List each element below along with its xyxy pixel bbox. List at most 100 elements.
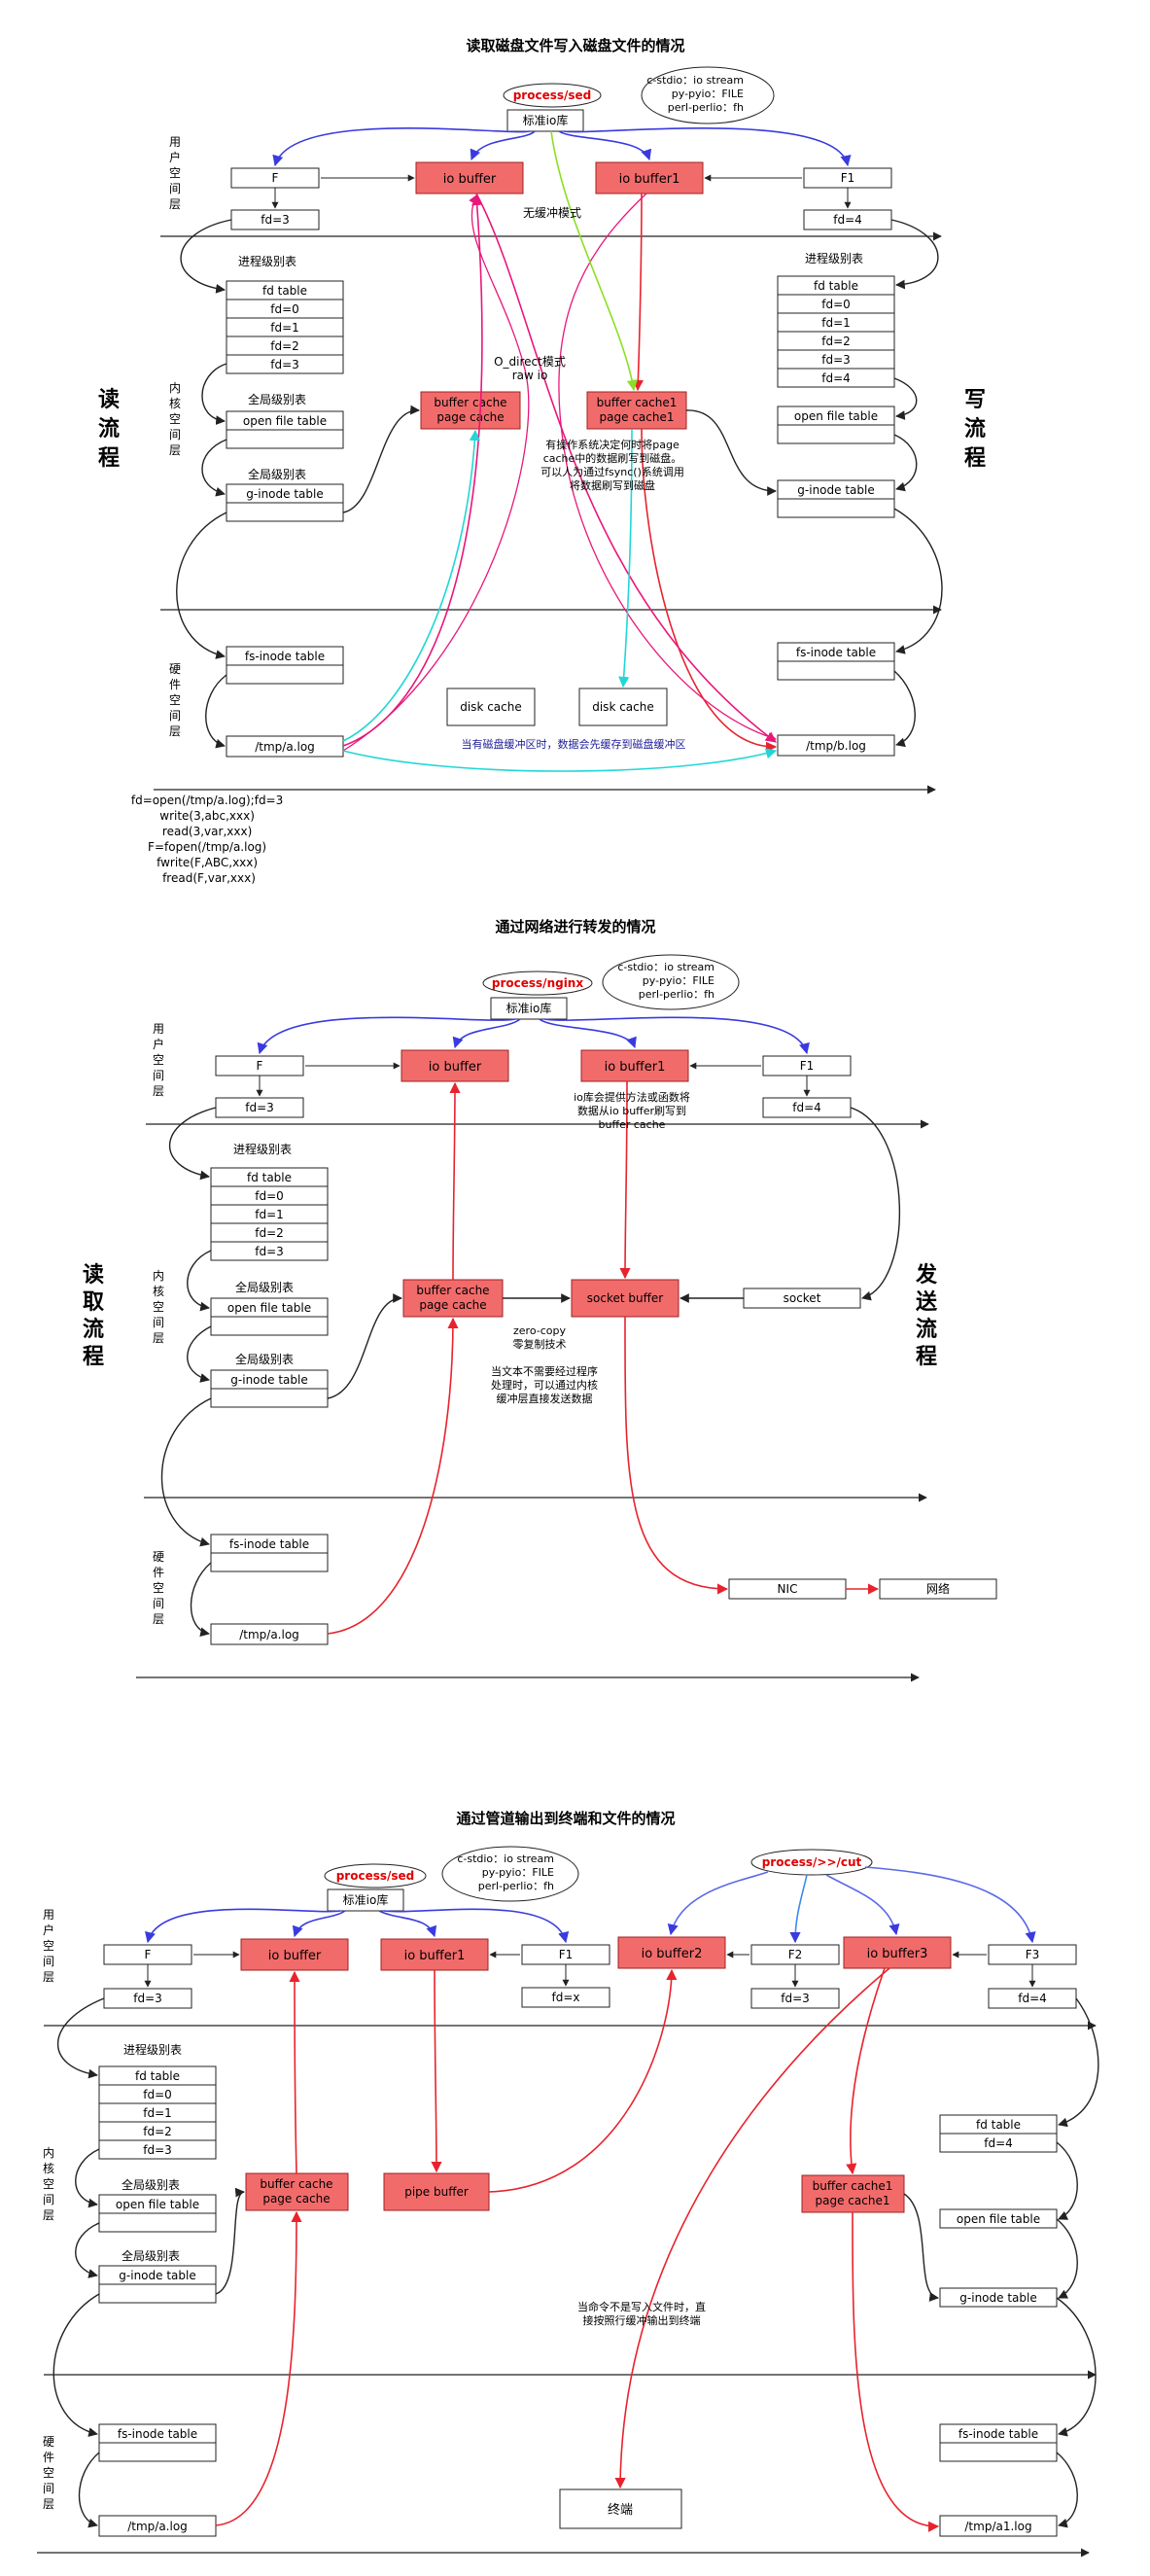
red-buffercache-to-iobuffer [449,1081,461,1281]
proc-table-label-right: 进程级别表 [805,251,863,265]
fd-table-right-row-label: fd=4 [984,2136,1013,2150]
chain-ginode-to-fsinode [52,2293,100,2437]
stdio-types-bubble [602,954,740,1010]
disk-cache-right-label: disk cache [592,700,654,714]
diagram-disk-to-disk: 读取磁盘文件写入磁盘文件的情况 用户空间层 内核空间层 硬件空间层 读流程 写流… [98,37,986,885]
zc-detail-note: 当文本不需要经过程序处理时，可以通过内核缓冲层直接发送数据 [491,1364,598,1405]
global-table-label-left: 全局级别表 [248,392,306,406]
open-file-table-left-row [210,1316,329,1336]
fd-row: fd=4 [821,371,851,385]
red-iobuffer3-to-terminal [614,1967,890,2489]
process2-label: process/>>/cut [762,1855,862,1869]
src-file-label: /tmp/a.log [127,2520,188,2533]
g-inode-table-left-label: g-inode table [246,487,323,501]
layer-hw-label: 硬件空间层 [153,1550,164,1626]
network-label: 网络 [926,1581,950,1596]
process-badge [503,83,602,108]
chain-ginode-to-fsinode [176,512,227,659]
layer-user-label: 用户空间层 [169,135,181,211]
dst-file-label: /tmp/a1.log [964,2520,1031,2533]
fd-table-right-label: fd table [976,2118,1021,2132]
file-handle-F1-label: F1 [800,1059,815,1073]
chain-fdtable-to-openfile-r [893,377,918,420]
chain-openfile-to-ginode-r [1056,2218,1078,2299]
fd-row: fd=0 [270,302,299,316]
disk-cache-note: 当有磁盘缓冲区时，数据会先缓存到磁盘缓冲区 [462,737,686,751]
cyan-src-to-dst [342,748,778,772]
red-iobuffer1-to-pipebuffer [431,1969,442,2173]
stdlib-label: 标准io库 [343,1892,389,1907]
no-buffer-mode-note: 无缓冲模式 [523,205,581,220]
fd-row: fd=1 [255,1208,284,1221]
layer-hw-label: 硬件空间层 [169,662,181,738]
chain-fsinode-to-file [190,1562,212,1638]
green-no-buffer-mode [550,130,638,392]
fs-inode-table-left-label: fs-inode table [118,2427,197,2441]
io-buffer [240,1938,349,1971]
fd4-label: fd=4 [792,1101,821,1114]
chain-ginode-to-fsinode [160,1397,212,1547]
buffer-cache1 [586,391,687,430]
red-buffercache1-to-dst [641,428,778,753]
fd-row: fd table [814,279,858,293]
io-buffer1-label: io buffer1 [404,1949,466,1963]
fd-row: fd=3 [270,358,299,371]
stdio-types-bubble [441,1846,579,1902]
fdx-box [521,1987,610,2008]
layer-user-label: 用户空间层 [43,1908,54,1984]
chain-fd4-to-fdtable-r [1058,1997,1099,2128]
read-flow-label: 读取流程 [83,1263,104,1369]
fs-inode-table-left-label: fs-inode table [245,650,325,663]
io-buffer2-label: io buffer2 [642,1947,703,1961]
chain-buffercache1-to-ginode-r [903,2193,939,2302]
io-buffer1 [580,1049,689,1082]
g-inode-table-left-label: g-inode table [119,2269,195,2282]
g-inode-table-right [939,2287,1058,2308]
process-badge [324,1863,427,1888]
src-file-label: /tmp/a.log [239,1628,299,1641]
stdlib-label: 标准io库 [506,1001,552,1015]
fd-row: fd=3 [143,2143,172,2157]
stdlib-box [506,109,584,132]
layer-kernel-label: 内核空间层 [153,1269,164,1345]
g-inode-table-right-row [777,498,895,518]
file-handle-F3-label: F3 [1026,1948,1040,1961]
red-buffercache-to-iobuffer [289,1970,300,2174]
red-src-to-buffercache [215,2210,302,2526]
g-inode-table-right-label: g-inode table [959,2291,1036,2305]
chain-fd4-to-fdtable [890,219,939,290]
fs-inode-table-right-label: fs-inode table [958,2427,1038,2441]
dst-file-box [777,734,895,757]
pink-iobuffer1-odirect [558,193,777,741]
blue-lib-to-iobuffer [292,1910,346,1938]
nic-label: NIC [778,1582,798,1596]
open-file-table-left-label: open file table [227,1301,311,1315]
chain-fsinode-to-file [205,674,227,749]
dst-file-box [939,2515,1058,2537]
blue-lib-to-iobuffer1 [558,130,652,161]
fd-row: fd=0 [143,2088,172,2101]
disk-cache-left-label: disk cache [460,700,522,714]
proc-table-label-left: 进程级别表 [123,2042,182,2057]
fd3-label: fd=3 [133,1992,162,2005]
fd-row: fd table [262,284,307,298]
diagram2-title: 通过网络进行转发的情况 [495,918,655,935]
open-file-table-right-label: open file table [957,2212,1040,2226]
g-inode-table-left-row [210,1388,329,1408]
disk-cache-right [578,688,668,726]
fd-row: fd=0 [821,298,851,311]
stdlib-box [490,997,568,1020]
src-file-box [210,1623,329,1645]
open-file-table-right-row [777,424,895,444]
blue-lib-to-iobuffer [470,130,536,161]
chain-fd3-to-fdtable [56,1997,105,2079]
